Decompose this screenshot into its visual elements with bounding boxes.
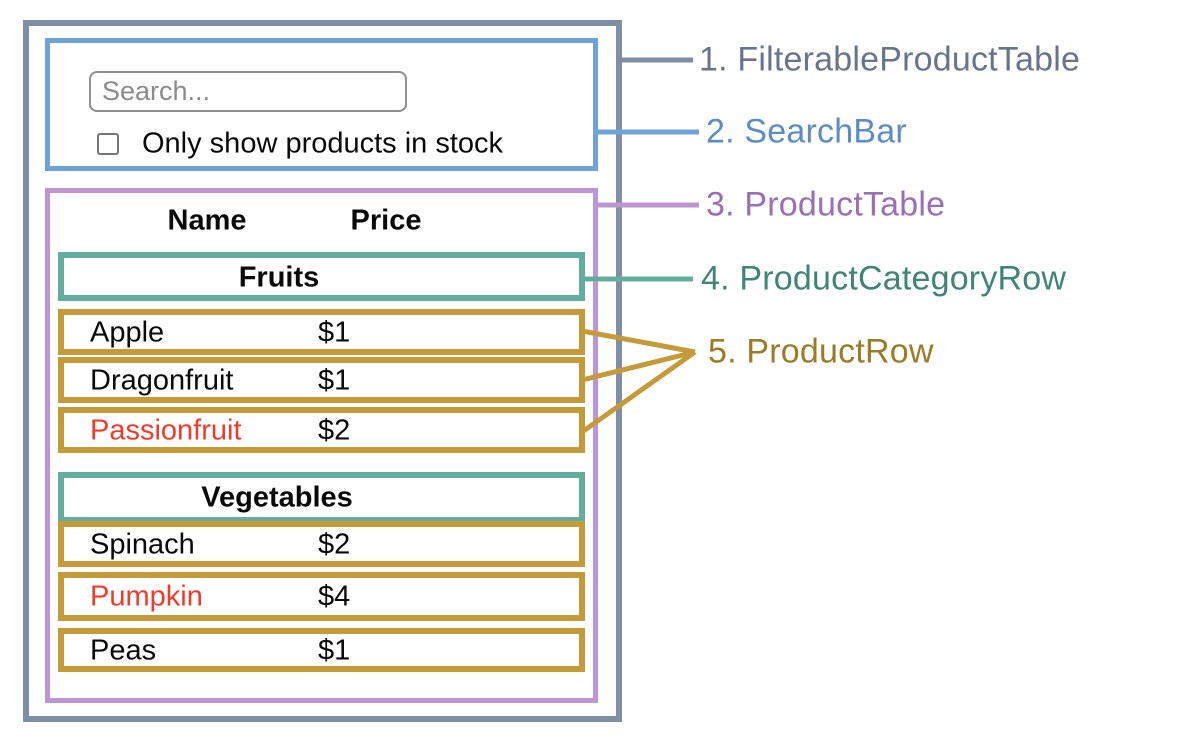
in-stock-checkbox-label[interactable]: Only show products in stock [142, 127, 504, 160]
product-row-peas [58, 628, 585, 672]
category-row-vegetables [58, 472, 585, 523]
legend-product-category-row: 4. ProductCategoryRow [701, 259, 1067, 298]
product-name: Peas [90, 634, 157, 667]
product-price: $1 [318, 634, 351, 667]
product-name: Dragonfruit [90, 364, 234, 397]
column-header-name: Name [167, 204, 247, 237]
category-label-fruits: Fruits [238, 261, 320, 294]
product-price: $4 [318, 580, 351, 613]
in-stock-checkbox[interactable] [97, 133, 119, 155]
search-input[interactable] [89, 71, 407, 112]
category-row-fruits [58, 252, 585, 301]
legend-search-bar: 2. SearchBar [706, 112, 907, 151]
legend-filterable-product-table: 1. FilterableProductTable [699, 40, 1081, 79]
product-name: Apple [90, 316, 165, 349]
product-price: $1 [318, 316, 351, 349]
column-header-price: Price [350, 204, 422, 237]
category-label-vegetables: Vegetables [201, 481, 353, 514]
legend-product-table: 3. ProductTable [706, 185, 946, 224]
product-name-out-of-stock: Passionfruit [90, 414, 242, 447]
product-row-spinach [58, 521, 585, 567]
legend-product-row: 5. ProductRow [708, 332, 934, 371]
search-bar-box [45, 38, 598, 171]
product-table-box [45, 188, 598, 703]
product-price: $1 [318, 364, 351, 397]
product-row-pumpkin [58, 572, 585, 621]
product-name: Spinach [90, 528, 195, 561]
product-name-out-of-stock: Pumpkin [90, 580, 203, 613]
product-price: $2 [318, 528, 351, 561]
product-price: $2 [318, 414, 351, 447]
